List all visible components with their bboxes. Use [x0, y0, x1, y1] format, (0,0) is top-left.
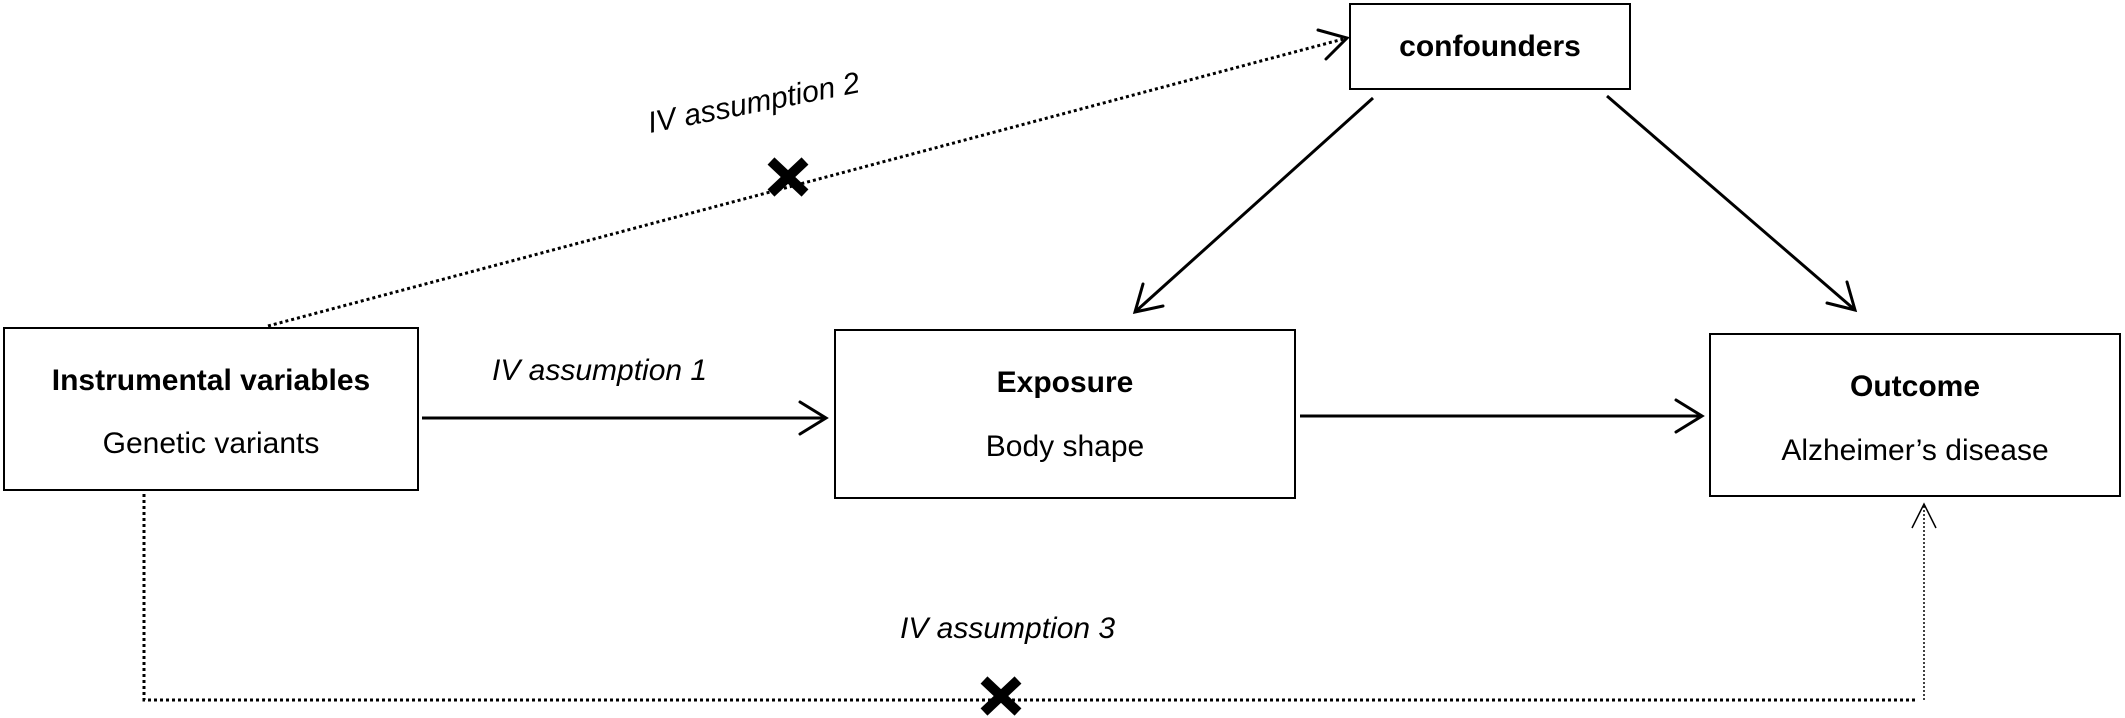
node-confounders: confounders	[1349, 3, 1631, 90]
edge-assumption-1: IV assumption 1	[422, 354, 829, 436]
confounders-exposure-arrowhead	[1132, 282, 1165, 314]
confounders-title: confounders	[1399, 30, 1581, 63]
exposure-box	[834, 329, 1296, 499]
edge-confounders-exposure	[1132, 96, 1375, 314]
assumption-2-arrowhead	[1316, 28, 1350, 61]
outcome-box	[1709, 333, 2121, 497]
instrumental-variables-title: Instrumental variables	[52, 364, 370, 397]
assumption-2-line	[267, 36, 1348, 328]
assumption-1-label: IV assumption 1	[492, 354, 707, 387]
node-outcome: Outcome Alzheimer’s disease	[1709, 333, 2121, 497]
exposure-title: Exposure	[997, 366, 1134, 399]
instrumental-variables-subtitle: Genetic variants	[103, 427, 320, 460]
assumption-2-blocked-cross-icon	[767, 157, 809, 197]
outcome-subtitle: Alzheimer’s disease	[1781, 434, 2048, 467]
outcome-title: Outcome	[1850, 370, 1980, 403]
node-instrumental-variables: Instrumental variables Genetic variants	[3, 327, 419, 491]
assumption-3-arrowhead	[1911, 502, 1937, 529]
assumption-2-label: IV assumption 2	[645, 66, 863, 139]
edge-assumption-2: IV assumption 2	[267, 28, 1350, 328]
exposure-subtitle: Body shape	[986, 430, 1144, 463]
assumption-3-label: IV assumption 3	[900, 612, 1115, 645]
assumption-1-arrowhead	[798, 400, 829, 436]
assumption-3-line	[142, 494, 1918, 702]
confounders-exposure-line	[1133, 96, 1375, 314]
confounders-outcome-line	[1606, 94, 1856, 312]
edge-confounders-outcome	[1606, 94, 1858, 313]
confounders-outcome-arrowhead	[1825, 280, 1858, 313]
exposure-outcome-arrowhead	[1674, 398, 1705, 434]
confounders-box	[1349, 3, 1631, 90]
assumption-3-blocked-cross-icon	[980, 676, 1022, 716]
edge-assumption-3: IV assumption 3	[142, 494, 1937, 716]
edge-exposure-outcome	[1300, 398, 1705, 434]
node-exposure: Exposure Body shape	[834, 329, 1296, 499]
instrumental-variables-box	[3, 327, 419, 491]
